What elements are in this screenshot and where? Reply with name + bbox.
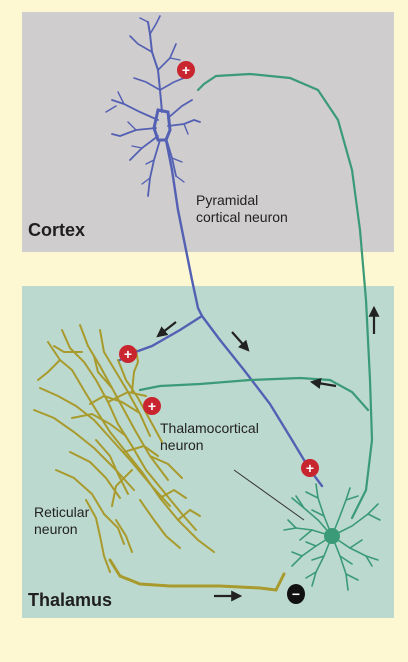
reticular-label-line1: Reticular xyxy=(34,504,89,521)
svg-text:+: + xyxy=(148,398,156,414)
synapse-sign-cortex: + xyxy=(177,61,195,79)
synapse-sign-reticular-cortical: + xyxy=(119,345,137,363)
thalamocortical-neuron-label: Thalamocortical neuron xyxy=(160,420,259,454)
svg-text:+: + xyxy=(124,346,132,362)
svg-text:−: − xyxy=(292,586,300,602)
thalamocortical-label-line1: Thalamocortical xyxy=(160,420,259,437)
reticular-neuron-label: Reticular neuron xyxy=(34,504,89,538)
svg-text:+: + xyxy=(182,62,190,78)
thalamocortical-label-line2: neuron xyxy=(160,437,259,454)
synapse-sign-inhibitory: − xyxy=(287,584,305,604)
pyramidal-label-line1: Pyramidal xyxy=(196,192,288,209)
reticular-label-line2: neuron xyxy=(34,521,89,538)
synapse-sign-thalamocortical: + xyxy=(301,459,319,477)
pyramidal-neuron-label: Pyramidal cortical neuron xyxy=(196,192,288,226)
thalamus-label: Thalamus xyxy=(28,590,112,611)
synapse-sign-reticular-thalamic: + xyxy=(143,397,161,415)
cortex-label: Cortex xyxy=(28,220,85,241)
pyramidal-label-line2: cortical neuron xyxy=(196,209,288,226)
svg-text:+: + xyxy=(306,460,314,476)
